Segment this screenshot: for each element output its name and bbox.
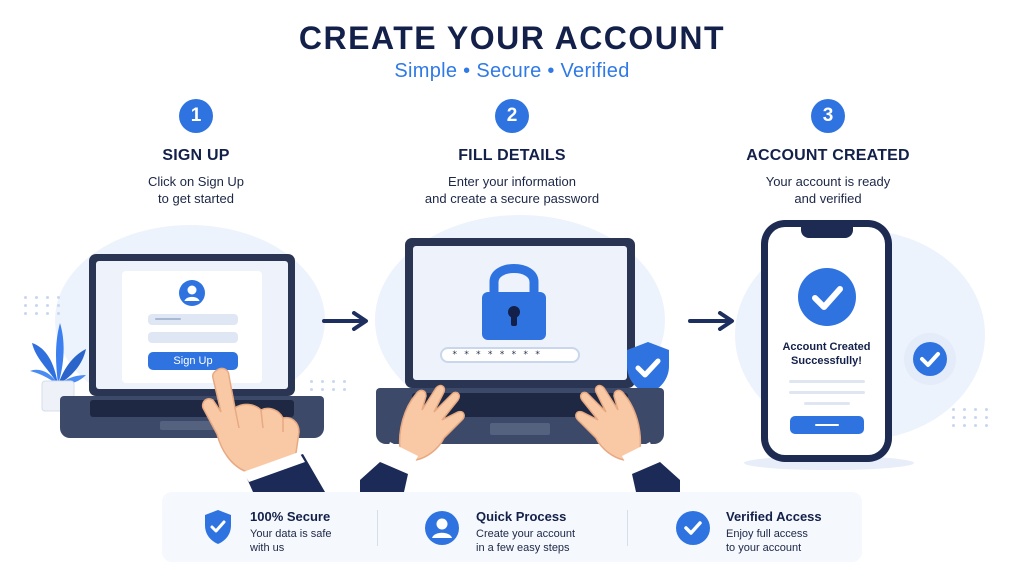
placeholder-line: [804, 402, 850, 405]
step-2-desc-line2: and create a secure password: [424, 191, 600, 206]
feature-2-title: Quick Process: [476, 509, 567, 524]
verified-badge-icon: [904, 333, 956, 385]
feature-1-desc-line1: Your data is safe: [250, 528, 332, 540]
user-icon: [425, 511, 459, 545]
continue-button[interactable]: [790, 416, 864, 434]
page-title: CREATE YOUR ACCOUNT: [298, 20, 726, 56]
plant-icon: [30, 323, 86, 412]
user-avatar-icon: [179, 280, 205, 306]
feature-1-desc-line2: with us: [250, 542, 285, 554]
padlock-icon: [482, 264, 546, 340]
decorative-dots: [24, 296, 63, 315]
step-1-number: 1: [179, 99, 213, 133]
placeholder-line: [789, 380, 865, 383]
feature-2-desc-line2: in a few easy steps: [476, 542, 570, 554]
check-circle-icon: [676, 511, 710, 545]
sign-up-button[interactable]: Sign Up: [148, 352, 238, 370]
step-2-title: FILL DETAILS: [458, 147, 566, 164]
feature-divider: [377, 510, 378, 546]
arrow-right-icon: [688, 311, 734, 331]
placeholder-line: [789, 391, 865, 394]
feature-3-title: Verified Access: [726, 509, 822, 524]
step-2-number: 2: [495, 99, 529, 133]
right-hand-icon: [575, 384, 680, 492]
feature-bar: [162, 492, 862, 562]
feature-2-desc-line1: Create your account: [476, 528, 576, 540]
success-message-line2: Successfully!: [791, 355, 862, 367]
trackpad: [160, 421, 224, 430]
feature-3-desc-line2: to your account: [726, 542, 802, 554]
success-message-line1: Account Created: [782, 341, 871, 353]
feature-divider: [627, 510, 628, 546]
step-3-desc-line2: and verified: [794, 191, 862, 206]
step-1-desc-line1: Click on Sign Up: [147, 174, 245, 189]
decorative-dots: [952, 408, 991, 427]
shield-check-icon: [627, 342, 669, 394]
password-field[interactable]: [148, 332, 238, 343]
step-1-title: SIGN UP: [162, 147, 230, 164]
feature-1-title: 100% Secure: [250, 509, 331, 524]
laptop-1-screen-frame: Sign Up: [89, 254, 295, 396]
step-1-desc-line2: to get started: [158, 191, 234, 206]
check-circle-icon: [798, 268, 856, 326]
step-3-title: ACCOUNT CREATED: [746, 147, 910, 164]
password-input[interactable]: * * * * * * * *: [440, 347, 580, 363]
phone-notch: [801, 227, 853, 238]
laptop-1-screen: Sign Up: [96, 261, 288, 389]
left-hand-icon: [360, 384, 465, 492]
pointing-hand-icon: [201, 367, 325, 492]
shield-check-icon: [205, 510, 231, 544]
arrow-right-icon: [322, 311, 368, 331]
decorative-dots: [310, 380, 349, 391]
feature-3-desc-line1: Enjoy full access: [726, 528, 808, 540]
step-2-desc-line1: Enter your information: [448, 174, 576, 189]
step-3-number: 3: [811, 99, 845, 133]
step-3-desc-line1: Your account is ready: [765, 174, 891, 189]
trackpad: [490, 423, 550, 435]
page-subtitle: Simple • Secure • Verified: [394, 60, 630, 82]
username-field[interactable]: [148, 314, 238, 325]
